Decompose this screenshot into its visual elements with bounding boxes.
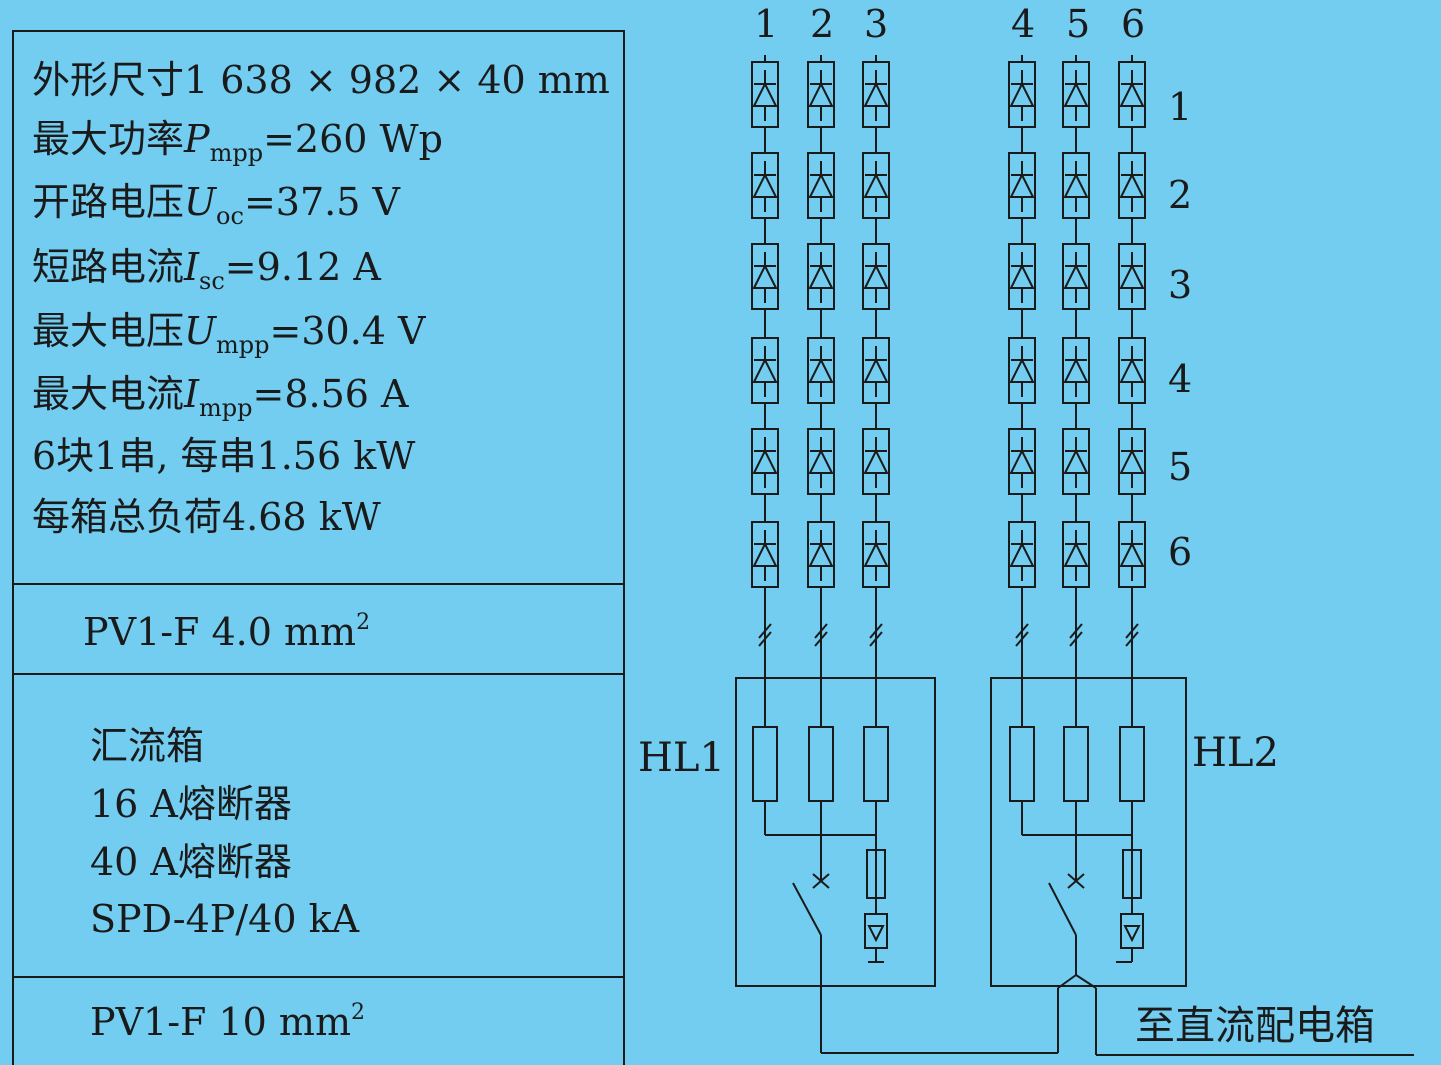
string-fuse bbox=[752, 726, 778, 802]
cable-mark bbox=[814, 631, 828, 647]
surge-protector bbox=[1120, 913, 1144, 949]
surge-protector-symbol bbox=[1123, 925, 1141, 943]
module-number: 2 bbox=[1168, 173, 1193, 217]
string-number: 1 bbox=[754, 2, 779, 46]
spec-line: 最大功率Pmpp=260 Wp bbox=[32, 117, 443, 167]
string-number: 6 bbox=[1121, 2, 1146, 46]
box-label-hl1: HL1 bbox=[638, 735, 725, 781]
combiner-spec-line: 40 A熔断器 bbox=[90, 840, 292, 884]
spec-line: 最大电压Umpp=30.4 V bbox=[32, 309, 426, 359]
breaker-mark bbox=[812, 873, 830, 889]
cable-mark bbox=[869, 631, 883, 647]
cable-spec-string: PV1-F 4.0 mm2 bbox=[83, 610, 371, 654]
string-number: 5 bbox=[1066, 2, 1091, 46]
box-label-hl2: HL2 bbox=[1192, 730, 1279, 776]
string-number: 4 bbox=[1011, 2, 1036, 46]
cable-mark bbox=[1125, 631, 1139, 647]
combiner-spec-line: 汇流箱 bbox=[90, 724, 205, 768]
string-fuse bbox=[808, 726, 834, 802]
spec-line: 开路电压Uoc=37.5 V bbox=[32, 180, 400, 230]
combiner-spec-line: 16 A熔断器 bbox=[90, 782, 292, 826]
cable-mark bbox=[814, 623, 828, 639]
module-number: 4 bbox=[1168, 357, 1193, 401]
module-number: 6 bbox=[1168, 530, 1193, 574]
surge-protector-symbol bbox=[867, 925, 885, 943]
pv-module bbox=[1118, 428, 1146, 495]
spec-line: 6块1串, 每串1.56 kW bbox=[32, 434, 416, 478]
cable-mark bbox=[869, 623, 883, 639]
cable-spec-output: PV1-F 10 mm2 bbox=[90, 1000, 365, 1044]
cable-mark bbox=[1015, 623, 1029, 639]
cable-mark bbox=[1015, 631, 1029, 647]
cable-mark bbox=[758, 631, 772, 647]
isolator-switch-hl2 bbox=[1048, 882, 1077, 936]
combiner-box-hl2 bbox=[990, 677, 1187, 987]
cable-mark bbox=[1069, 623, 1083, 639]
spec-line: 每箱总负荷4.68 kW bbox=[32, 495, 381, 539]
string-fuse bbox=[1119, 726, 1145, 802]
surge-protector bbox=[864, 913, 888, 949]
spec-table-frame bbox=[12, 30, 625, 1065]
cable-mark bbox=[758, 623, 772, 639]
string-number: 2 bbox=[810, 2, 835, 46]
spec-line: 外形尺寸1 638 × 982 × 40 mm bbox=[32, 58, 610, 102]
isolator-switch-hl1 bbox=[792, 882, 822, 936]
breaker-mark bbox=[1067, 873, 1085, 889]
output-destination-label: 至直流配电箱 bbox=[1135, 1003, 1375, 1049]
spec-line: 最大电流Impp=8.56 A bbox=[32, 372, 409, 422]
module-number: 1 bbox=[1168, 85, 1193, 129]
cable-mark bbox=[1069, 631, 1083, 647]
module-number: 3 bbox=[1168, 263, 1193, 307]
cable-mark bbox=[1125, 623, 1139, 639]
spec-line: 短路电流Isc=9.12 A bbox=[32, 245, 381, 295]
string-fuse bbox=[863, 726, 889, 802]
combiner-spec-line: SPD-4P/40 kA bbox=[90, 897, 360, 941]
module-number: 5 bbox=[1168, 445, 1193, 489]
string-fuse bbox=[1009, 726, 1035, 802]
string-number: 3 bbox=[864, 2, 889, 46]
string-fuse bbox=[1063, 726, 1089, 802]
combiner-box-hl1 bbox=[735, 677, 936, 987]
